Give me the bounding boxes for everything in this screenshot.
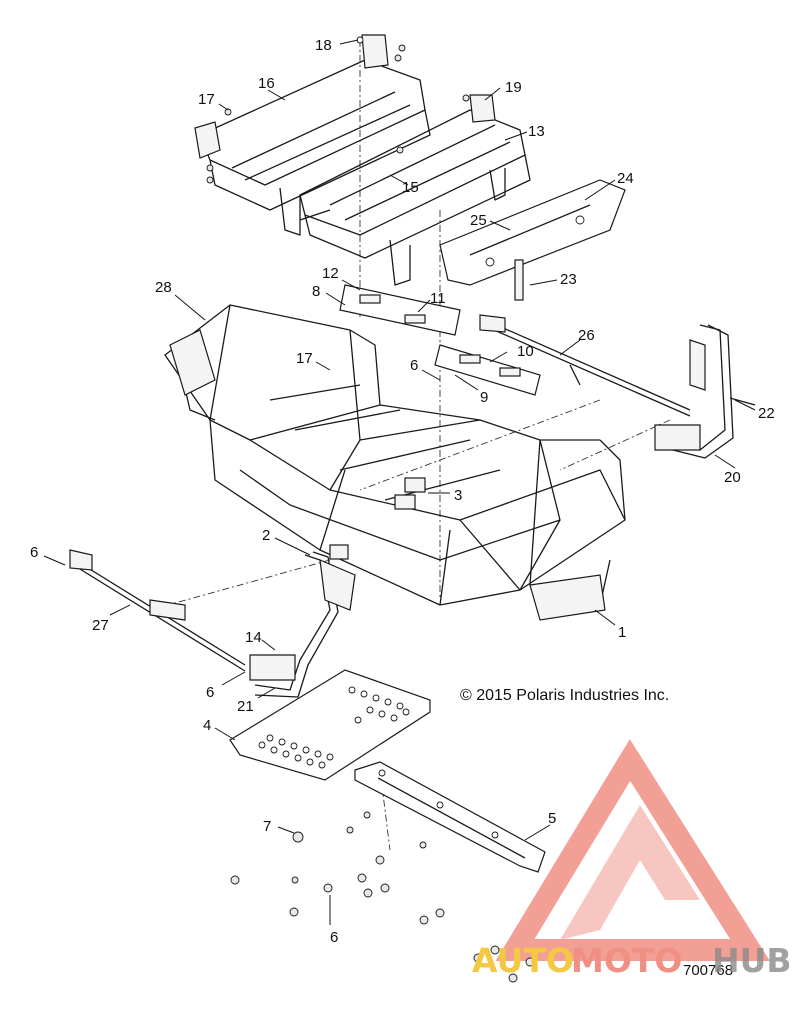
callout-16: 16 bbox=[258, 75, 275, 92]
callout-10: 10 bbox=[517, 343, 534, 360]
main-chassis bbox=[164, 304, 626, 621]
upper-seat-frame bbox=[194, 34, 431, 236]
callout-27: 27 bbox=[92, 617, 109, 634]
callout-15: 15 bbox=[402, 179, 419, 196]
callout-9: 9 bbox=[480, 389, 488, 406]
leader-lines bbox=[43, 39, 756, 925]
callout-4: 4 bbox=[203, 717, 211, 734]
callout-23: 23 bbox=[560, 271, 577, 288]
callout-12: 12 bbox=[322, 265, 339, 282]
rear-rod bbox=[479, 314, 691, 417]
callout-19: 19 bbox=[505, 79, 522, 96]
callout-2: 2 bbox=[262, 527, 270, 544]
callout-20: 20 bbox=[724, 469, 741, 486]
callout-28: 28 bbox=[155, 279, 172, 296]
callout-22: 22 bbox=[758, 405, 775, 422]
callout-3: 3 bbox=[454, 487, 462, 504]
watermark-moto: MOTO bbox=[571, 941, 682, 980]
watermark-logo bbox=[495, 739, 770, 961]
callout-17: 17 bbox=[198, 91, 215, 108]
callout-labels: 18 16 17 19 13 15 24 25 23 12 28 8 11 26… bbox=[30, 37, 775, 946]
callout-7: 7 bbox=[263, 818, 271, 835]
callout-25: 25 bbox=[470, 212, 487, 229]
callout-24: 24 bbox=[617, 170, 634, 187]
callout-8: 8 bbox=[312, 283, 320, 300]
callout-11: 11 bbox=[430, 290, 446, 307]
watermark-text: AUTO MOTO HUB bbox=[472, 941, 792, 980]
callout-13: 13 bbox=[528, 123, 545, 140]
callout-14: 14 bbox=[245, 629, 262, 646]
callout-5: 5 bbox=[548, 810, 556, 827]
assembly-lines bbox=[149, 40, 671, 851]
copyright-notice: © 2015 Polaris Industries Inc. bbox=[460, 687, 669, 704]
callout-1: 1 bbox=[618, 624, 626, 641]
floor-panels bbox=[339, 284, 541, 396]
callout-17b: 17 bbox=[296, 350, 313, 367]
callout-18: 18 bbox=[315, 37, 332, 54]
skid-plate-holes bbox=[258, 686, 410, 769]
skid-plate-5 bbox=[354, 761, 546, 873]
rear-bracket bbox=[439, 179, 626, 301]
lower-seat-frame bbox=[299, 94, 531, 286]
callout-26: 26 bbox=[578, 327, 595, 344]
part-number: 700768 bbox=[683, 962, 733, 979]
rear-bumper bbox=[654, 324, 756, 459]
callout-6b: 6 bbox=[30, 544, 38, 561]
front-bumper bbox=[69, 549, 356, 698]
callout-6d: 6 bbox=[330, 929, 338, 946]
fasteners bbox=[230, 811, 535, 983]
skid-plate-4 bbox=[229, 669, 431, 781]
watermark-auto: AUTO bbox=[472, 941, 574, 980]
watermark-hub: HUB bbox=[712, 941, 792, 980]
callout-6c: 6 bbox=[206, 684, 214, 701]
callout-6a: 6 bbox=[410, 357, 418, 374]
callout-21: 21 bbox=[237, 698, 254, 715]
